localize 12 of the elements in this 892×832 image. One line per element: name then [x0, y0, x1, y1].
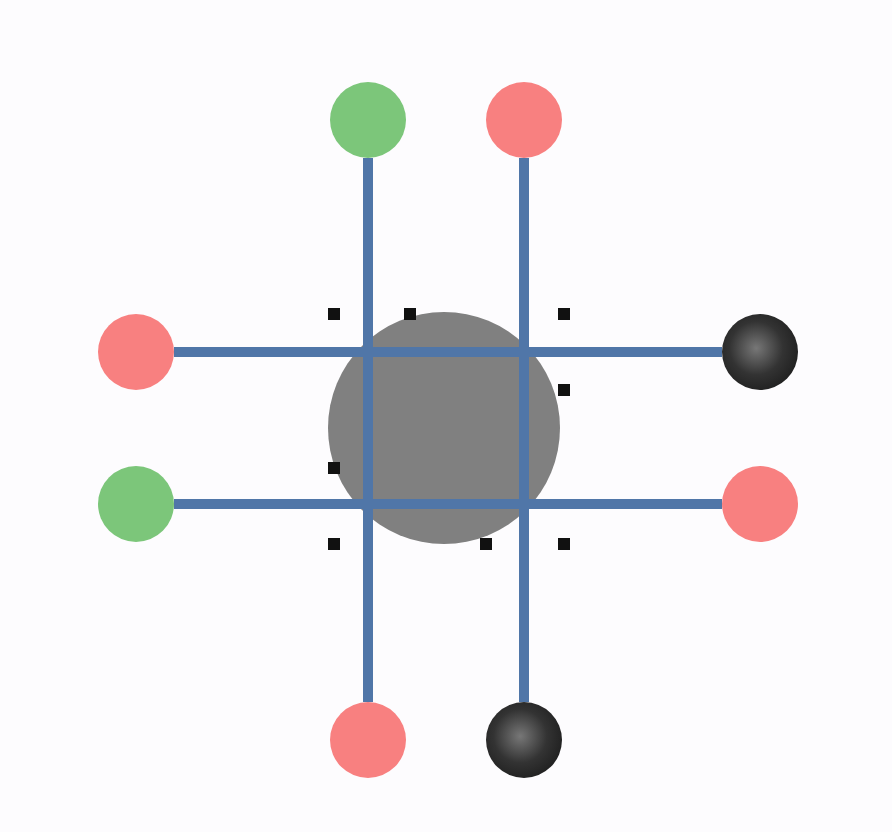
connector-line [174, 499, 722, 509]
connector-line [519, 158, 529, 702]
sphere-marker [486, 702, 562, 778]
sphere-marker [722, 314, 798, 390]
circle-marker [98, 466, 174, 542]
connector-line [363, 158, 373, 702]
circle-marker [722, 466, 798, 542]
connector-line [174, 347, 722, 357]
circle-marker [486, 82, 562, 158]
circle-marker [330, 702, 406, 778]
circle-marker [330, 82, 406, 158]
circle-marker [98, 314, 174, 390]
